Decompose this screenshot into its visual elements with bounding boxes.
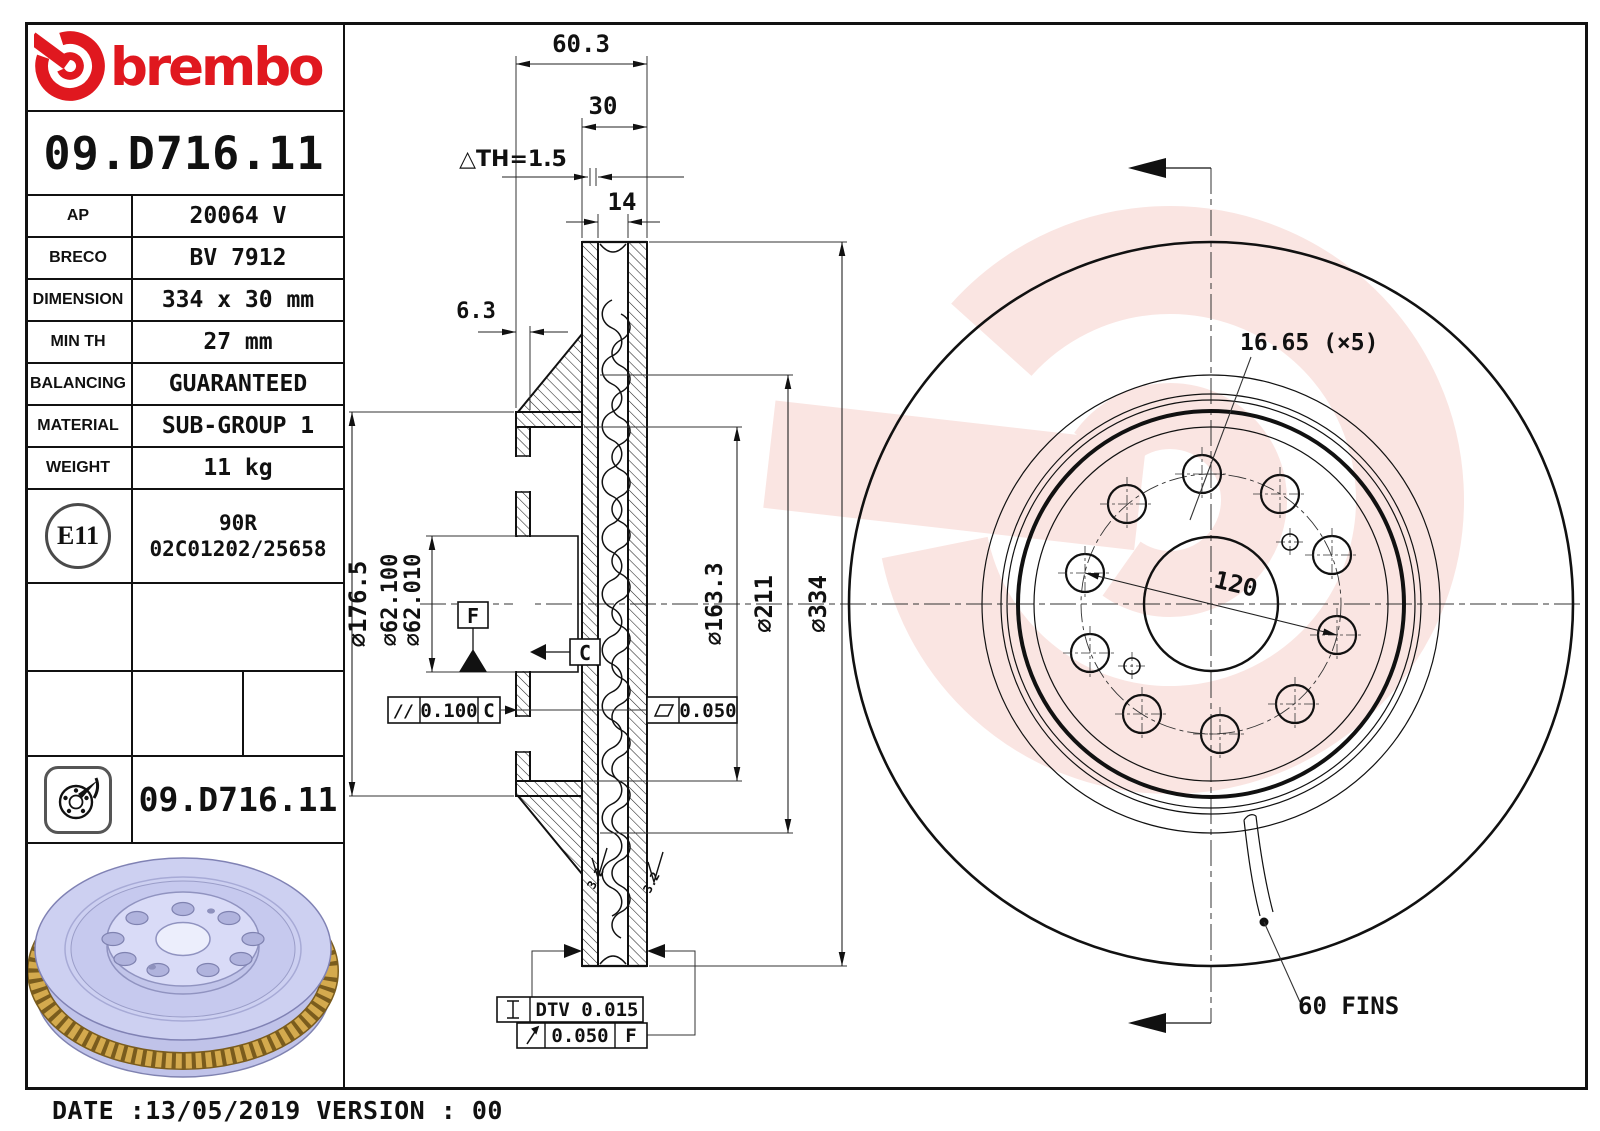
runout-icon [526,1025,540,1045]
table-row: WEIGHT 11 kg [25,448,343,490]
face-view: 120 16.65 (×5) 60 FINS [847,158,1575,1033]
e11-badge: E11 [25,490,133,582]
footer-part-row: 09.D716.11 [25,757,343,844]
hat-flange-top [515,411,583,428]
dtv-value: DTV 0.015 [536,999,639,1021]
brembo-logo: brembo [25,22,343,112]
row-label: DIMENSION [25,280,133,320]
footer-part-number: 09.D716.11 [138,780,338,819]
brake-disc-icon [44,765,112,834]
table-row: AP 20064 V [25,196,343,238]
parallel-value: 0.100 [420,700,477,722]
dia-band-inner: ∅211 [750,575,778,633]
homologation-row: E11 90R 02C01202/25658 [25,490,343,584]
flatness-value: 0.050 [679,700,736,722]
disc-3d-image [27,857,339,1078]
sheet-frame [25,22,1588,1090]
section-dimensions: 60.3 30 △TH=1.5 14 6.3 ∅176.5 ∅62.100 ∅6… [346,30,847,967]
datum-c: C [530,638,601,666]
icon-cell [25,757,133,842]
bolt-hole-dim: 16.65 (×5) [1240,330,1378,356]
flatness-icon [653,704,675,717]
row-label: MATERIAL [25,406,133,446]
svg-text:C: C [579,641,591,665]
runout-datum: F [625,1025,636,1047]
dtv-tolerance: DTV 0.015 0.050 F [496,944,696,1049]
hat-web-top [515,331,583,413]
dim-vent-width: 14 [608,188,637,216]
fin-callout: 60 FINS [1243,814,1399,1020]
flatness-tolerance: 0.050 [646,696,738,724]
svg-text:F: F [467,604,479,628]
row-value: 11 kg [203,455,273,481]
dia-hat-outer: ∅176.5 [346,561,372,648]
fins-label: 60 FINS [1298,992,1399,1020]
date-version-line: DATE :13/05/2019 VERSION : 00 [52,1096,503,1125]
row-value: 20064 V [189,203,287,229]
part-number: 09.D716.11 [43,126,325,180]
inner-plate [581,241,599,967]
runout-value: 0.050 [551,1025,608,1047]
spec-panel: brembo 09.D716.11 AP 20064 V BRECO BV 79… [25,22,345,1090]
hat-flange-bottom [515,780,583,797]
parallel-datum: C [483,700,494,722]
homologation-line1: 90R [219,511,257,535]
disc-outer-circle [847,240,1575,968]
table-row: MATERIAL SUB-GROUP 1 [25,406,343,448]
disc-3d-render [25,844,343,1090]
row-label: BRECO [25,238,133,278]
row-label: BALANCING [25,364,133,404]
dim-total-width: 60.3 [552,30,610,58]
dim-wear: △TH=1.5 [459,147,567,172]
row-label: AP [25,196,133,236]
empty-row [25,672,343,757]
outer-plate [627,241,648,967]
row-value: 27 mm [203,329,273,355]
table-row: DIMENSION 334 x 30 mm [25,280,343,322]
table-row: BALANCING GUARANTEED [25,364,343,406]
parallelism-tolerance: // 0.100 C [387,696,647,724]
datums-tolerances: F C // 0.100 C [387,601,738,1049]
e11-mark: E11 [45,503,111,569]
row-value: BV 7912 [189,245,287,271]
homologation-number: 90R 02C01202/25658 [133,490,343,582]
dia-outer: ∅334 [804,575,832,633]
brembo-watermark [763,206,1464,794]
homologation-line2: 02C01202/25658 [149,537,327,561]
dia-bore-min: ∅62.010 [401,554,426,647]
row-label: WEIGHT [25,448,133,488]
empty-row [25,584,343,672]
brembo-logo-icon: brembo [34,31,326,101]
hat-openings [513,455,579,753]
technical-drawing: 3.2 3.2 [346,30,1583,1049]
row-label: MIN TH [25,322,133,362]
table-row: BRECO BV 7912 [25,238,343,280]
hat-web-bottom [515,795,583,877]
part-number-cell: 09.D716.11 [25,112,343,196]
dia-hat-inner: ∅163.3 [702,562,728,645]
row-value: 334 x 30 mm [161,287,315,313]
dia-bore-max: ∅62.100 [378,554,403,647]
row-value: GUARANTEED [168,371,308,397]
dtv-icon [507,1000,519,1019]
dim-disc-thickness: 30 [589,92,618,120]
brembo-wordmark: brembo [110,37,323,98]
dim-flange-thickness: 6.3 [456,299,496,324]
section-cut-arrows [1128,158,1211,1033]
table-row: MIN TH 27 mm [25,322,343,364]
roughness-symbol [591,847,664,885]
parallel-symbol: // [394,702,414,722]
hat-edge-circle [1016,409,1406,799]
row-value: SUB-GROUP 1 [161,413,315,439]
datum-f: F [457,601,489,672]
vent-fins [601,299,631,939]
